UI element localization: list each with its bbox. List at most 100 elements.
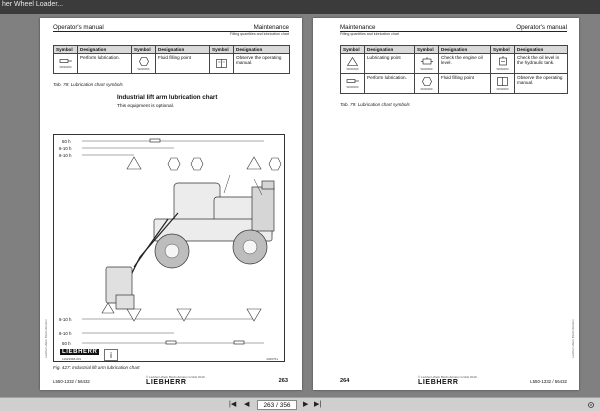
- part-number: 11623348-001: [62, 357, 82, 361]
- header-left: Operator's manual: [53, 24, 104, 31]
- header-rule: [340, 31, 567, 32]
- footer-model: L550-1332 / 56432: [530, 379, 567, 384]
- previous-page-button[interactable]: ◀: [244, 401, 250, 408]
- interval-label: 8-10 h: [59, 331, 72, 336]
- designation-cell: Perform lubrication.: [77, 53, 132, 74]
- book-icon: [216, 58, 227, 68]
- symbol-code: W000000: [420, 86, 433, 91]
- next-page-button[interactable]: ▶: [303, 401, 309, 408]
- page-number: 264: [340, 378, 350, 384]
- symbol-cell: W000000: [490, 53, 515, 74]
- col-header: Symbol: [414, 45, 439, 54]
- last-page-button[interactable]: ▶|: [314, 401, 322, 408]
- gear-icon[interactable]: [587, 401, 595, 409]
- header-left: Maintenance: [340, 24, 376, 31]
- header-subtitle: Filling quantities and lubrication chart: [340, 32, 400, 36]
- symbol-cell: W000000: [414, 73, 439, 94]
- designation-cell: Lubricating point: [364, 53, 415, 74]
- figure-caption: Fig. 427: Industrial lift arm lubricatio…: [53, 365, 140, 370]
- header-right: Maintenance: [253, 24, 289, 31]
- col-header: Designation: [155, 45, 210, 54]
- col-header: Symbol: [53, 45, 78, 54]
- right-page: Maintenance Operator's manual Filling qu…: [313, 18, 579, 390]
- interval-label: 8-10 h: [59, 146, 72, 151]
- brand-logo: LIEBHERR: [146, 379, 187, 386]
- symbol-cell: W000000: [414, 53, 439, 74]
- table-row: W000000 Lubricating point W000000 Check …: [340, 53, 568, 74]
- symbol-table: Symbol Designation Symbol Designation Sy…: [53, 45, 290, 74]
- symbol-cell: W000000: [490, 73, 515, 94]
- first-page-button[interactable]: |◀: [229, 401, 237, 408]
- table-caption: Tab. 79: Lubrication chart symbols: [340, 102, 410, 107]
- designation-cell: Fluid filling point: [155, 53, 210, 74]
- engine-oil-icon: [420, 56, 433, 64]
- table-row: W000000 Perform lubrication. W000000 Flu…: [53, 53, 290, 74]
- table-row: W000000 Perform lubrication. W000000 Flu…: [340, 73, 568, 94]
- grease-gun-icon: [59, 59, 72, 63]
- interval-label: 50 h: [62, 341, 71, 346]
- interval-label: 50 h: [62, 139, 71, 144]
- col-header: Designation: [77, 45, 132, 54]
- optional-note: This equipment is optional.: [117, 104, 175, 109]
- table-header-row: Symbol Designation Symbol Designation Sy…: [340, 45, 568, 54]
- col-header: Symbol: [131, 45, 156, 54]
- footer-model: L550-1332 / 56432: [53, 379, 90, 384]
- warning-icon: i: [104, 349, 118, 361]
- page-number: 263: [278, 378, 288, 384]
- hydraulic-tank-icon: [498, 56, 507, 66]
- col-header: Designation: [364, 45, 415, 54]
- section-title: Industrial lift arm lubrication chart: [117, 94, 218, 101]
- designation-cell: Check the oil level in the hydraulic tan…: [514, 53, 568, 74]
- symbol-cell: W000000: [131, 53, 156, 74]
- header-rule: [53, 31, 289, 32]
- grease-gun-icon: [346, 79, 359, 83]
- page-number-field[interactable]: 263 / 356: [257, 400, 297, 410]
- interval-label: 8-10 h: [59, 153, 72, 158]
- interval-label: 8-10 h: [59, 317, 72, 322]
- brand-logo: LIEBHERR: [418, 379, 459, 386]
- symbol-table: Symbol Designation Symbol Designation Sy…: [340, 45, 568, 94]
- col-header: Symbol: [340, 45, 365, 54]
- copyright: © Liebherr-Werk Bischofshofen GmbH 2019: [146, 375, 205, 379]
- header-subtitle: Filling quantities and lubrication chart: [229, 32, 289, 36]
- symbol-code: W000000: [496, 86, 509, 91]
- figure-code: 2260761: [266, 357, 278, 361]
- col-header: Designation: [438, 45, 491, 54]
- designation-cell: Check the engine oil level.: [438, 53, 491, 74]
- window-titlebar: her Wheel Loader...: [0, 0, 600, 14]
- col-header: Designation: [233, 45, 290, 54]
- symbol-code: W000000: [420, 66, 433, 71]
- designation-cell: Observe the operating manual.: [233, 53, 290, 74]
- copyright: © Liebherr-Werk Bischofshofen GmbH 2019: [418, 375, 477, 379]
- header-right: Operator's manual: [516, 24, 567, 31]
- lubrication-chart-figure: 50 h 8-10 h 8-10 h 8-10 h 8-10 h 50 h: [53, 134, 285, 362]
- col-header: Designation: [514, 45, 568, 54]
- symbol-code: W000000: [346, 85, 359, 89]
- symbol-code: W000000: [346, 66, 359, 71]
- designation-cell: Observe the operating manual.: [514, 73, 568, 94]
- brand-plate: LIEBHERR: [60, 349, 100, 355]
- hexagon-icon: [138, 56, 149, 66]
- window-title: her Wheel Loader...: [2, 1, 64, 8]
- wheel-loader-illustration: [82, 138, 282, 345]
- symbol-code: W000000: [59, 65, 72, 69]
- book-icon: [497, 76, 508, 86]
- designation-cell: Fluid filling point: [438, 73, 491, 94]
- designation-cell: Perform lubrication.: [364, 73, 415, 94]
- symbol-code: W000000: [137, 66, 150, 71]
- triangle-icon: [347, 56, 358, 66]
- hexagon-icon: [421, 76, 432, 86]
- table-header-row: Symbol Designation Symbol Designation Sy…: [53, 45, 290, 54]
- symbol-cell: W000000: [340, 53, 365, 74]
- symbol-cell: W000000: [53, 53, 78, 74]
- side-code: Liebherr-Werk Bischofshofen: [571, 319, 575, 358]
- svg-text:i: i: [110, 351, 112, 360]
- left-page: Operator's manual Maintenance Filling qu…: [40, 18, 302, 390]
- col-header: Symbol: [209, 45, 234, 54]
- page-navigation-toolbar: |◀ ◀ 263 / 356 ▶ ▶|: [0, 397, 600, 411]
- side-code: Liebherr-Werk Bischofshofen: [44, 319, 48, 358]
- symbol-cell: [209, 53, 234, 74]
- symbol-cell: W000000: [340, 73, 365, 94]
- symbol-code: W000000: [496, 67, 509, 71]
